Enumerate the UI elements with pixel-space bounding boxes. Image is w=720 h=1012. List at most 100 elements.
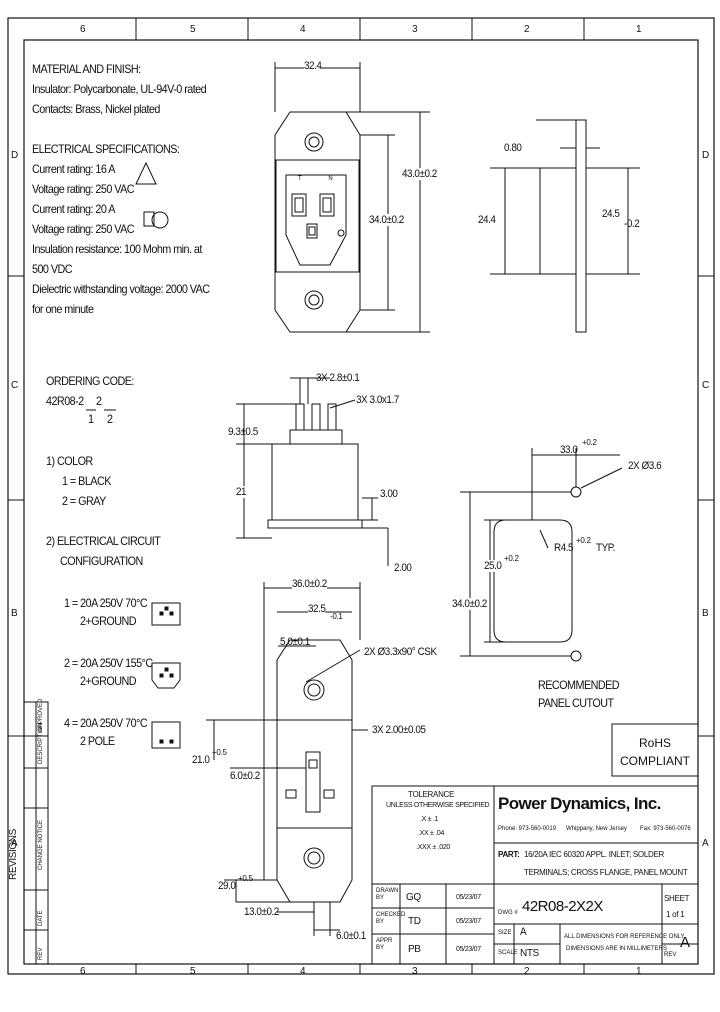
drawn-date: 05/23/07	[456, 894, 481, 901]
dim-rear-csk: 2X Ø3.3x90° CSK	[364, 646, 437, 658]
dim-cutout-radius-tol: +0.2	[576, 536, 591, 545]
dim-front-width: 32.4	[304, 60, 322, 72]
dielectric-spec-2: for one minute	[32, 302, 94, 316]
zone-row-a-right: A	[702, 838, 709, 849]
revisions-col-rev: REV	[38, 947, 44, 960]
zone-ticks	[8, 18, 714, 974]
revisions-col-date: DATE	[38, 910, 44, 926]
dim-body-depth: 21	[236, 486, 247, 498]
circuit-option-1b: 2+GROUND	[80, 614, 137, 628]
rev-value: A	[680, 934, 691, 951]
dim-cutout-inner: 25.0	[484, 560, 502, 572]
circuit-heading-1: 2) ELECTRICAL CIRCUIT	[46, 534, 161, 548]
drawn-label: DRAWN BY	[376, 888, 399, 901]
zone-row-b: B	[11, 608, 18, 619]
current-16-spec: Current rating: 16 A	[32, 162, 115, 176]
rohs-line-2: COMPLIANT	[619, 754, 690, 768]
approved-label: APPR BY	[376, 938, 393, 951]
zone-row-c-right: C	[702, 380, 709, 391]
dim-cutout-radius-typ: TYP.	[596, 542, 615, 554]
zone-row-d-right: D	[702, 150, 709, 161]
insulator-spec: Insulator: Polycarbonate, UL-94V-0 rated	[32, 82, 207, 96]
dwg-label: DWG #	[498, 910, 518, 916]
rear-view	[206, 582, 368, 936]
insulation-spec-2: 500 VDC	[32, 262, 73, 276]
dim-pins-3x-b: 3X 3.0x1.7	[356, 394, 399, 406]
pin-side-view	[236, 377, 389, 566]
dim-pin-length: 9.3±0.5	[228, 426, 258, 438]
dim-rear-21: 21.0	[192, 754, 210, 766]
color-option-1: 1 = BLACK	[62, 474, 111, 488]
voltage-spec-a: Voltage rating: 250 VAC	[32, 182, 135, 196]
side-view	[490, 119, 640, 333]
dim-cutout-holes: 2X Ø3.6	[628, 460, 662, 472]
dim-cutout-width: 33.0	[560, 444, 578, 456]
color-option-2: 2 = GRAY	[62, 494, 106, 508]
dim-rear-6b: 6.0±0.1	[336, 930, 366, 942]
cert-icons	[135, 161, 169, 229]
size-label: SIZE	[498, 930, 512, 936]
insulation-spec-1: Insulation resistance: 100 Mohm min. at	[32, 242, 202, 256]
zone-col-6-top: 6	[80, 24, 86, 35]
panel-cutout-view	[460, 448, 623, 662]
dim-front-inner-height: 34.0±0.2	[369, 214, 404, 226]
dim-rear-3x: 3X 2.00±0.05	[372, 724, 426, 736]
zone-row-a: A	[11, 838, 18, 849]
dim-rear-29-tol: +0.5	[238, 874, 253, 883]
size-value: A	[520, 926, 527, 938]
sheet-value: 1 of 1	[666, 910, 685, 919]
company-fax: Fax: 973-560-0076	[640, 826, 691, 832]
checked-label: CHECKED BY	[376, 912, 406, 925]
sheet-label: SHEET	[664, 894, 690, 903]
dim-side-height-left: 24.4	[478, 214, 496, 226]
part-desc-2: TERMINALS; CROSS FLANGE, PANEL MOUNT	[524, 868, 688, 877]
zone-col-2-bottom: 2	[524, 966, 530, 977]
dim-rear-hole-span-tol: -0.1	[330, 612, 343, 621]
contacts-spec: Contacts: Brass, Nickel plated	[32, 102, 160, 116]
zone-col-4-bottom: 4	[300, 966, 306, 977]
front-view	[274, 62, 430, 333]
zone-row-c: C	[11, 380, 18, 391]
title-block-grid	[371, 723, 699, 965]
zone-col-3-bottom: 3	[412, 966, 418, 977]
dim-cutout-radius: R4.5	[554, 542, 574, 554]
dim-cutout-height: 34.0±0.2	[452, 598, 487, 610]
circuit-option-1a: 1 = 20A 250V 70°C	[64, 596, 148, 610]
zone-col-5-bottom: 5	[190, 966, 196, 977]
ordering-index-2: 2	[107, 412, 113, 426]
ordering-index-1: 1	[88, 412, 94, 426]
dim-rear-6: 6.0±0.2	[230, 770, 260, 782]
revisions-title: REVISIONS	[8, 829, 19, 880]
checked-date: 05/23/07	[456, 918, 481, 925]
circuit-option-2b: 2+GROUND	[80, 674, 137, 688]
tolerance-heading: TOLERANCE	[408, 790, 455, 799]
zone-col-5-top: 5	[190, 24, 196, 35]
outer-frame	[7, 17, 715, 975]
inner-frame	[23, 39, 699, 965]
rohs-line-1: RoHS	[638, 736, 671, 750]
tolerance-sub: UNLESS OTHERWISE SPECIFIED	[386, 802, 490, 809]
zone-col-3-top: 3	[412, 24, 418, 35]
zone-row-b-right: B	[702, 608, 709, 619]
front-face-marking: T N	[298, 176, 333, 182]
approved-by: PB	[408, 944, 421, 955]
zone-col-2-top: 2	[524, 24, 530, 35]
ordering-code: 42R08-2	[46, 394, 84, 408]
revisions-col-approved: APPROVED	[38, 698, 44, 732]
material-heading: MATERIAL AND FINISH:	[32, 62, 141, 76]
dim-side-height-right-tol: -0.2	[624, 218, 640, 230]
scale-label: SCALE	[498, 950, 518, 956]
approved-date: 05/23/07	[456, 946, 481, 953]
dim-rear-29: 29.0	[218, 880, 236, 892]
dim-side-height-right: 24.5	[602, 208, 620, 220]
company-phone: Phone: 973-560-0019	[498, 826, 557, 832]
revisions-col-change: CHANGE NOTICE	[38, 819, 44, 870]
checked-by: TD	[408, 916, 421, 927]
circuit-option-4a: 4 = 20A 250V 70°C	[64, 716, 148, 730]
rev-label: REV	[664, 952, 677, 958]
drawn-by: GQ	[406, 892, 421, 903]
color-heading: 1) COLOR	[46, 454, 93, 468]
dim-rear-hole-span: 32.5	[308, 603, 326, 615]
ordering-heading: ORDERING CODE:	[46, 374, 134, 388]
